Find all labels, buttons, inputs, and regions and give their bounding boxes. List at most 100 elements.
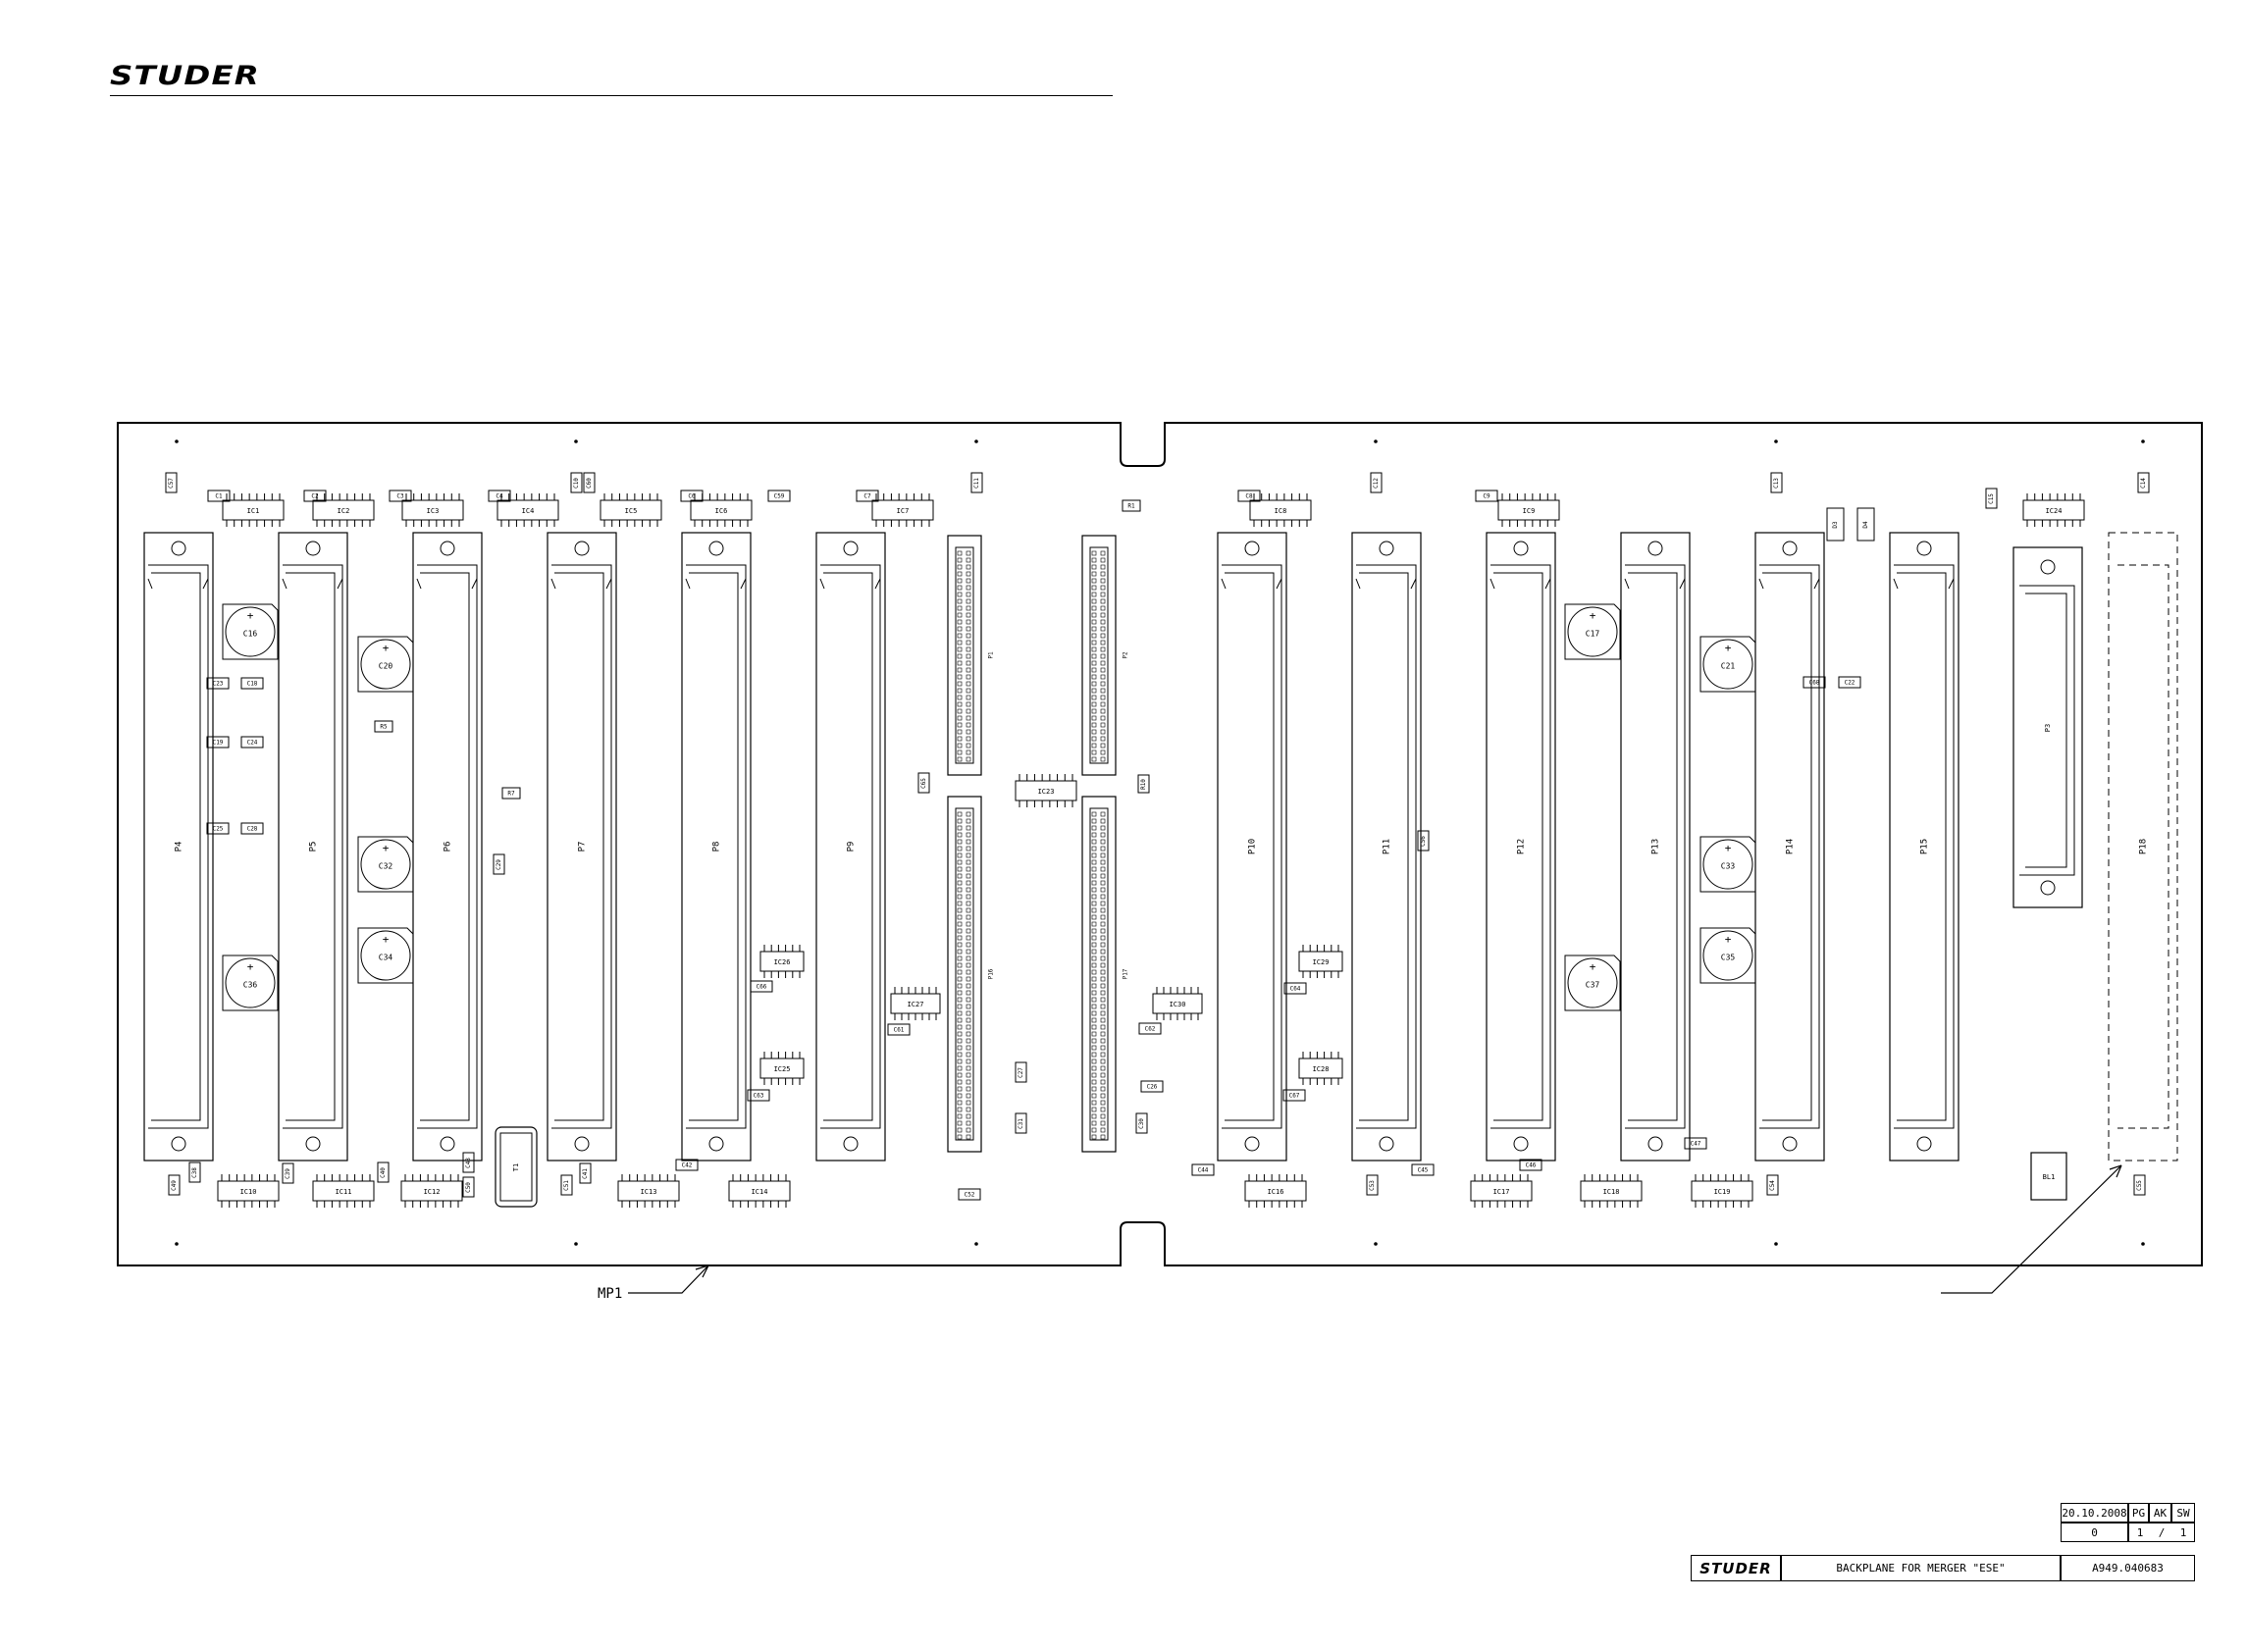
ic-label: IC25: [774, 1065, 791, 1073]
component-label: C23: [213, 681, 224, 688]
ic-label: IC10: [240, 1188, 257, 1196]
slot-p13: P13: [1620, 532, 1691, 1162]
connector-p3: P3: [2012, 546, 2083, 908]
tb-sheet-number: 1: [2136, 1525, 2144, 1539]
polarity-mark: +: [1725, 933, 1732, 946]
component-r7: [501, 787, 521, 800]
ic-label: IC2: [338, 507, 350, 515]
component-c40: [377, 1162, 390, 1183]
ic-ic2: IC2: [312, 493, 375, 527]
ic-label: IC9: [1523, 507, 1536, 515]
connector-p17: P17: [1081, 796, 1129, 1153]
component-label: C54: [1769, 1180, 1776, 1191]
ic-label: IC7: [897, 507, 910, 515]
component-c45: [1411, 1163, 1435, 1176]
slot-label: P12: [1517, 839, 1527, 854]
connector-p2: P2: [1081, 535, 1129, 776]
polarity-mark: +: [1725, 642, 1732, 654]
component-c53: [1366, 1174, 1379, 1196]
elcap-label: C37: [1586, 981, 1600, 990]
ic-label: IC12: [424, 1188, 441, 1196]
bl1-label: BL1: [2043, 1173, 2056, 1181]
elcap-label: C20: [379, 662, 393, 671]
component-label: C10: [573, 478, 580, 489]
ic-ic7: IC7: [871, 493, 934, 527]
connector-p18: P18: [2108, 532, 2178, 1162]
component-c64: [1283, 982, 1307, 995]
component-label: D3: [1832, 521, 1839, 529]
polarity-mark: +: [383, 933, 390, 946]
slot-p12: P12: [1486, 532, 1556, 1162]
connector-label: P17: [1123, 968, 1129, 979]
ic-ic8: IC8: [1249, 493, 1312, 527]
component-label: C63: [754, 1093, 764, 1100]
slot-label: P8: [712, 842, 722, 852]
component-c1: [207, 490, 231, 502]
slot-label: P10: [1248, 839, 1258, 854]
component-label: C14: [2140, 478, 2147, 489]
component-label: C62: [1145, 1026, 1156, 1033]
tb-sheet-sep: /: [2158, 1525, 2166, 1539]
component-label: C9: [1483, 493, 1490, 500]
component-d4: [1856, 507, 1875, 542]
component-label: C31: [1018, 1118, 1024, 1129]
elcap-label: C33: [1721, 862, 1736, 871]
elcap-label: C34: [379, 954, 393, 962]
ic-label: IC5: [625, 507, 638, 515]
component-label: D4: [1862, 521, 1869, 529]
ic-label: IC8: [1275, 507, 1287, 515]
component-c11: [970, 472, 983, 493]
tb-sheets-total: 1: [2179, 1525, 2187, 1539]
buzzer-bl1: [2030, 1152, 2067, 1201]
ic-ic27: IC27: [890, 987, 941, 1020]
component-c50: [462, 1176, 475, 1198]
polarity-mark: +: [383, 842, 390, 854]
ic-label: IC16: [1268, 1188, 1284, 1196]
component-c30: [1135, 1112, 1148, 1134]
component-label: C60: [586, 478, 593, 489]
component-c51: [560, 1174, 573, 1196]
ic-label: IC30: [1170, 1001, 1186, 1008]
elcap-label: C32: [379, 862, 393, 871]
component-c18: [240, 677, 264, 690]
ic-label: IC27: [908, 1001, 924, 1008]
component-c10: [570, 472, 583, 493]
component-label: C8: [1245, 493, 1253, 500]
ic-label: IC6: [715, 507, 728, 515]
component-c6: [680, 490, 704, 502]
ic-ic16: IC16: [1244, 1174, 1307, 1208]
ic-label: IC24: [2046, 507, 2063, 515]
component-c44: [1191, 1163, 1215, 1176]
component-d3: [1826, 507, 1845, 542]
component-c55: [2133, 1174, 2146, 1196]
elcap-c16: +C16: [222, 603, 279, 660]
ic-ic10: IC10: [217, 1174, 280, 1208]
component-label: C53: [1369, 1180, 1376, 1191]
component-c63: [747, 1089, 770, 1102]
connector-label: P16: [988, 968, 995, 979]
ic-ic9: IC9: [1497, 493, 1560, 527]
elcap-label: C35: [1721, 954, 1736, 962]
component-label: C57: [168, 478, 175, 489]
component-label: C4: [496, 493, 503, 500]
slot-label: P4: [175, 842, 184, 852]
connector-p1: P1: [947, 535, 995, 776]
ic-ic4: IC4: [496, 493, 559, 527]
component-label: C2: [311, 493, 319, 500]
component-c59: [767, 490, 791, 502]
ic-ic26: IC26: [759, 945, 805, 978]
component-c7: [856, 490, 879, 502]
component-c49: [168, 1174, 181, 1196]
component-c24: [240, 736, 264, 749]
component-label: C15: [1988, 493, 1995, 504]
component-c41: [579, 1162, 592, 1184]
ic-ic14: IC14: [728, 1174, 791, 1208]
component-label: C24: [247, 740, 258, 747]
tb-sheet: 1 / 1: [2128, 1523, 2195, 1542]
connector-label: P3: [2044, 724, 2052, 732]
slot-label: P15: [1920, 839, 1930, 854]
component-label: C6: [688, 493, 696, 500]
component-r5: [374, 720, 393, 733]
component-c52: [958, 1188, 981, 1201]
component-c26: [1140, 1080, 1164, 1093]
